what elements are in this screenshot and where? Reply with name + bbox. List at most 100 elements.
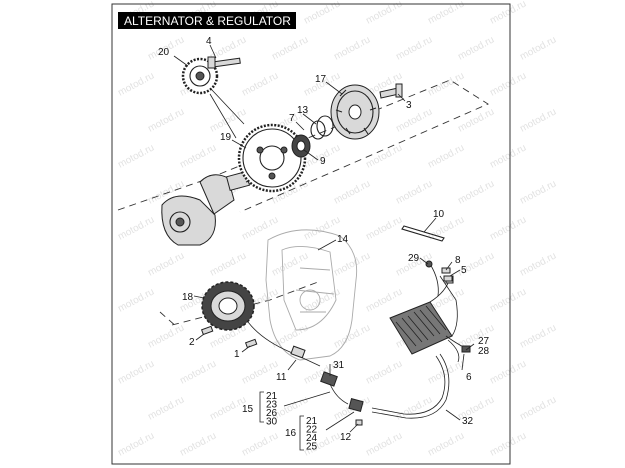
watermark-text: motod.ru [116,430,156,458]
watermark-text: motod.ru [518,34,558,62]
group16-item: 21 [306,416,318,427]
callout-29: 29 [408,253,420,264]
watermark-text: motod.ru [302,286,342,314]
dashed-guide-lower [171,281,319,326]
watermark-text: motod.ru [116,214,156,242]
watermark-text: motod.ru [488,286,528,314]
watermark-text: motod.ru [146,250,186,278]
watermark-text: motod.ru [364,430,404,458]
title-text: ALTERNATOR & REGULATOR [124,14,291,28]
callout-7: 7 [289,113,295,124]
callout-10: 10 [433,209,445,220]
watermark-text: motod.ru [116,142,156,170]
watermark-text: motod.ru [146,322,186,350]
callout-4: 4 [206,36,212,47]
callout-6: 6 [466,372,472,383]
callout-31: 31 [333,360,345,371]
group15-item: 26 [266,408,278,419]
watermark-text: motod.ru [332,250,372,278]
watermark-text: motod.ru [270,250,310,278]
callout-19: 19 [220,132,232,143]
watermark-text: motod.ru [488,214,528,242]
watermark-text: motod.ru [456,34,496,62]
callout-13: 13 [297,105,309,116]
watermark-text: motod.ru [426,358,466,386]
watermark-text: motod.ru [518,322,558,350]
watermark-text: motod.ru [178,358,218,386]
group15-item: 23 [266,400,278,411]
watermark-text: motod.ru [332,322,372,350]
watermark-text: motod.ru [178,430,218,458]
callout-9: 9 [320,156,326,167]
watermark-text: motod.ru [518,178,558,206]
title-banner [118,12,296,29]
voltage-regulator [389,275,471,363]
crankcase-outline [265,229,358,361]
watermark-text: motod.ru [364,142,404,170]
watermark-text: motod.ru [240,430,280,458]
callout-3: 3 [406,100,412,111]
watermark-text: motod.ru [456,106,496,134]
watermark-text: motod.ru [178,142,218,170]
regulator-cable [348,353,450,426]
watermark-text: motod.ru [426,142,466,170]
watermark-text: motod.ru [270,322,310,350]
watermark-text: motod.ru [208,250,248,278]
watermark-text: motod.ru [240,358,280,386]
watermark-text: motod.ru [394,106,434,134]
watermark-text: motod.ru [456,178,496,206]
group16-item: 22 [306,425,318,436]
watermark-text: motod.ru [116,358,156,386]
watermark-text: motod.ru [208,106,248,134]
callout-16: 16 [285,428,297,439]
watermark-text: motod.ru [426,430,466,458]
callout-labels: 20 4 17 3 13 7 19 9 10 14 29 8 5 18 2 1 … [158,36,490,443]
watermark-text: motod.ru [394,34,434,62]
callout-5: 5 [461,265,467,276]
watermark-text: motod.ru [488,142,528,170]
watermark-text: motod.ru [146,394,186,422]
watermark-text: motod.ru [394,178,434,206]
callout-2: 2 [189,337,195,348]
watermark-text: motod.ru [240,214,280,242]
diagram-frame [111,3,511,465]
watermark-text: motod.ru [364,214,404,242]
watermark-text: motod.ru [364,358,404,386]
group15-item: 30 [266,417,278,428]
callout-11: 11 [276,372,287,383]
group15-item: 21 [266,391,278,402]
watermark-text: motod.ru [270,34,310,62]
callout-8: 8 [455,255,461,266]
callout-15: 15 [242,404,254,415]
leader-lines [173,44,475,451]
callout-1: 1 [234,349,240,360]
watermark-text: motod.ru [332,178,372,206]
watermark-text: motod.ru [518,106,558,134]
rotor [330,84,380,140]
watermark-text: motod.ru [488,430,528,458]
callout-18: 18 [182,292,194,303]
callout-12: 12 [340,432,352,443]
watermark-text: motod.ru [488,70,528,98]
watermark-text: motod.ru [332,34,372,62]
watermark-text: motod.ru [116,70,156,98]
callout-14: 14 [337,234,349,245]
gear-bolt [207,56,241,69]
watermark-text: motod.ru [116,286,156,314]
stator [201,281,321,367]
stator-screws [200,325,258,349]
crankshaft [161,165,259,246]
watermark-text: motod.ru [518,250,558,278]
callout-27: 27 [478,336,490,347]
rotor-bolt [379,83,403,99]
drive-gear [237,123,307,193]
callout-20: 20 [158,47,170,58]
watermark-text: motod.ru [146,106,186,134]
watermark-text: motod.ru [518,394,558,422]
stator-connector [290,345,349,405]
group16-item: 24 [306,433,318,444]
callout-17: 17 [315,74,327,85]
ground-wire [425,260,453,297]
